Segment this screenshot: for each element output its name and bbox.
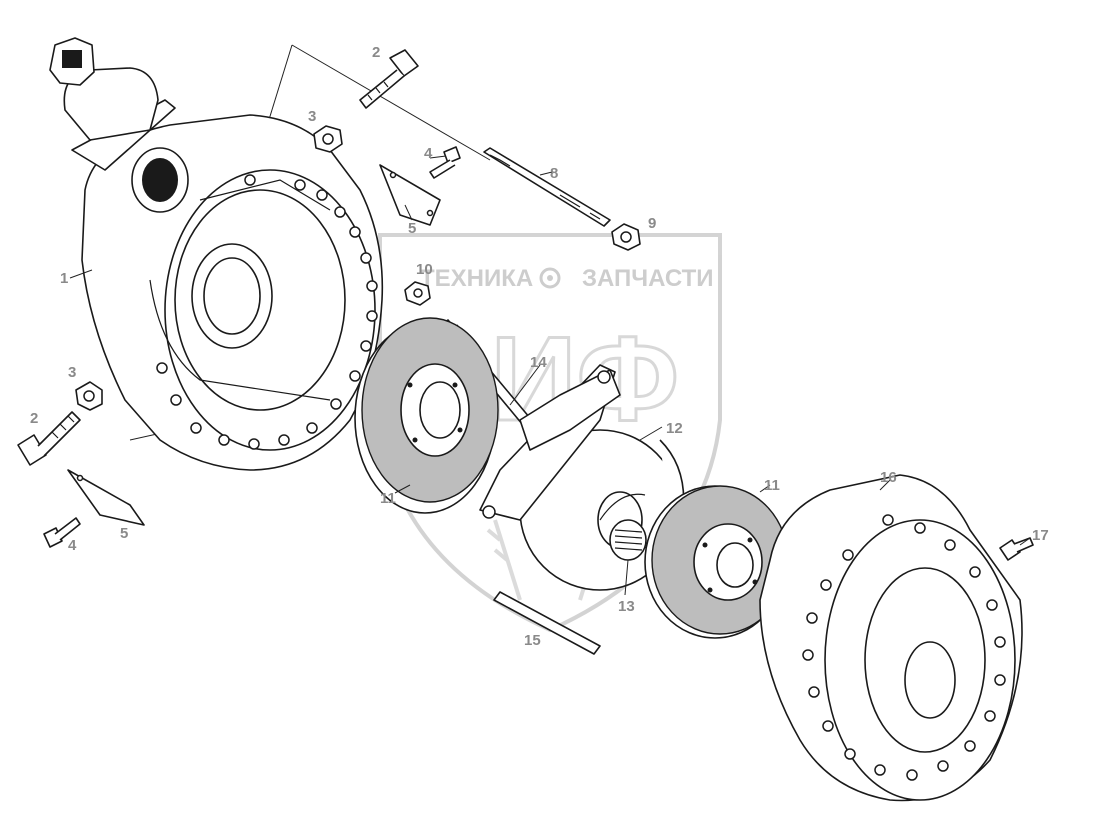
callout-9: 9 (648, 215, 656, 232)
brake-housing (81, 114, 384, 471)
callout-15: 15 (524, 632, 541, 649)
disc-rivets-right (702, 537, 758, 593)
callout-2-upper: 2 (372, 44, 380, 61)
callout-5-upper: 5 (408, 220, 416, 237)
bolt-upper (359, 49, 419, 109)
nut-lower (75, 381, 103, 411)
callout-4-lower: 4 (68, 537, 77, 554)
cover-bolt-holes (802, 514, 1006, 781)
callout-16: 16 (880, 469, 897, 486)
callout-3-lower: 3 (68, 364, 76, 381)
callout-4-upper: 4 (424, 145, 433, 162)
callout-11-left: 11 (380, 490, 396, 507)
callout-12: 12 (666, 420, 683, 437)
disc-rivets-left (407, 382, 463, 443)
bolt-lower (17, 411, 81, 466)
callout-13: 13 (618, 598, 635, 615)
callout-11-right: 11 (764, 477, 780, 494)
callout-labels: 1 2 2 3 3 4 4 5 5 8 9 10 11 11 12 13 14 … (30, 44, 1049, 649)
lock-plate-lower (67, 469, 145, 526)
callout-8: 8 (550, 165, 558, 182)
screw-upper (429, 146, 461, 179)
friction-disc-right (644, 485, 789, 639)
return-spring (609, 519, 647, 561)
callout-3-upper: 3 (308, 108, 316, 125)
screw-lower (43, 517, 81, 548)
callout-2-lower: 2 (30, 410, 38, 427)
friction-disc-left (354, 317, 499, 514)
callout-17: 17 (1032, 527, 1049, 544)
watermark-brand-right: ЗАПЧАСТИ (582, 265, 714, 292)
breather-fitting (49, 37, 176, 171)
callout-10: 10 (416, 261, 433, 278)
brake-cover (759, 474, 1023, 802)
callout-1: 1 (60, 270, 68, 287)
housing-bolt-holes (156, 174, 378, 450)
nut-small (404, 281, 431, 306)
dowel-pin (493, 591, 601, 655)
cover-screw (999, 537, 1034, 561)
gear-icon (539, 267, 561, 289)
nut-upper (313, 125, 343, 153)
callout-5-lower: 5 (120, 525, 128, 542)
callout-14: 14 (530, 354, 547, 371)
nut-rod (611, 223, 641, 251)
tie-rod (483, 147, 611, 227)
leader-lines (69, 155, 1031, 596)
watermark-brand-left: ТЕХНИКА (420, 265, 533, 292)
lock-plate-upper (379, 164, 441, 226)
